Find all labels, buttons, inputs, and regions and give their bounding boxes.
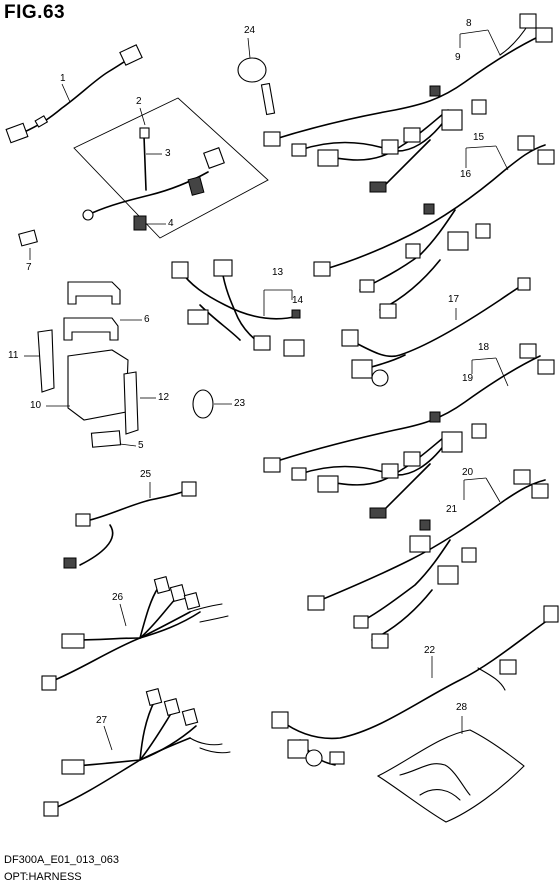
part-25-harness <box>63 481 197 569</box>
callout-3: 3 <box>165 148 171 159</box>
callout-7: 7 <box>26 262 32 273</box>
callout-5: 5 <box>138 440 144 451</box>
callout-24: 24 <box>244 25 256 36</box>
footer-drawing-code: DF300A_E01_013_063 <box>4 854 119 866</box>
callout-11: 11 <box>8 350 19 361</box>
part-18-harness <box>263 343 555 519</box>
callout-14: 14 <box>292 295 304 306</box>
callout-8: 8 <box>466 18 472 29</box>
part-15-harness <box>313 135 555 319</box>
callout-10: 10 <box>30 400 42 411</box>
part-26-harness <box>41 576 229 691</box>
part-17-harness <box>341 277 531 387</box>
callout-28: 28 <box>456 702 468 713</box>
callout-21: 21 <box>446 504 458 515</box>
callout-15: 15 <box>473 132 485 143</box>
callout-20: 20 <box>462 467 474 478</box>
part-20-harness <box>307 469 549 649</box>
callout-25: 25 <box>140 469 152 480</box>
callout-18: 18 <box>478 342 490 353</box>
ecm-group <box>24 281 156 448</box>
figure-title: FIG.63 <box>4 2 66 23</box>
callout-2: 2 <box>136 96 142 107</box>
part-23-grommet <box>192 389 232 419</box>
callout-1: 1 <box>60 73 66 84</box>
part-28-bag <box>376 716 525 823</box>
part-22-harness <box>271 605 559 767</box>
part-27-harness <box>43 688 231 817</box>
part-24-buzzer <box>237 37 276 116</box>
callout-9: 9 <box>455 52 461 63</box>
callout-17: 17 <box>448 294 460 305</box>
callout-27: 27 <box>96 715 108 726</box>
callout-12: 12 <box>158 392 170 403</box>
part-8-harness <box>263 13 553 193</box>
footer-caption: OPT:HARNESS <box>4 871 82 883</box>
callout-22: 22 <box>424 645 436 656</box>
part-2-kit <box>73 97 269 239</box>
callout-6: 6 <box>144 314 150 325</box>
callout-19: 19 <box>462 373 474 384</box>
callout-4: 4 <box>168 218 174 229</box>
part-7-cap <box>18 229 38 260</box>
callout-23: 23 <box>234 398 246 409</box>
callout-13: 13 <box>272 267 284 278</box>
callout-26: 26 <box>112 592 124 603</box>
callout-16: 16 <box>460 169 472 180</box>
part-13-harness <box>171 259 305 357</box>
part-1-harness <box>5 44 143 144</box>
